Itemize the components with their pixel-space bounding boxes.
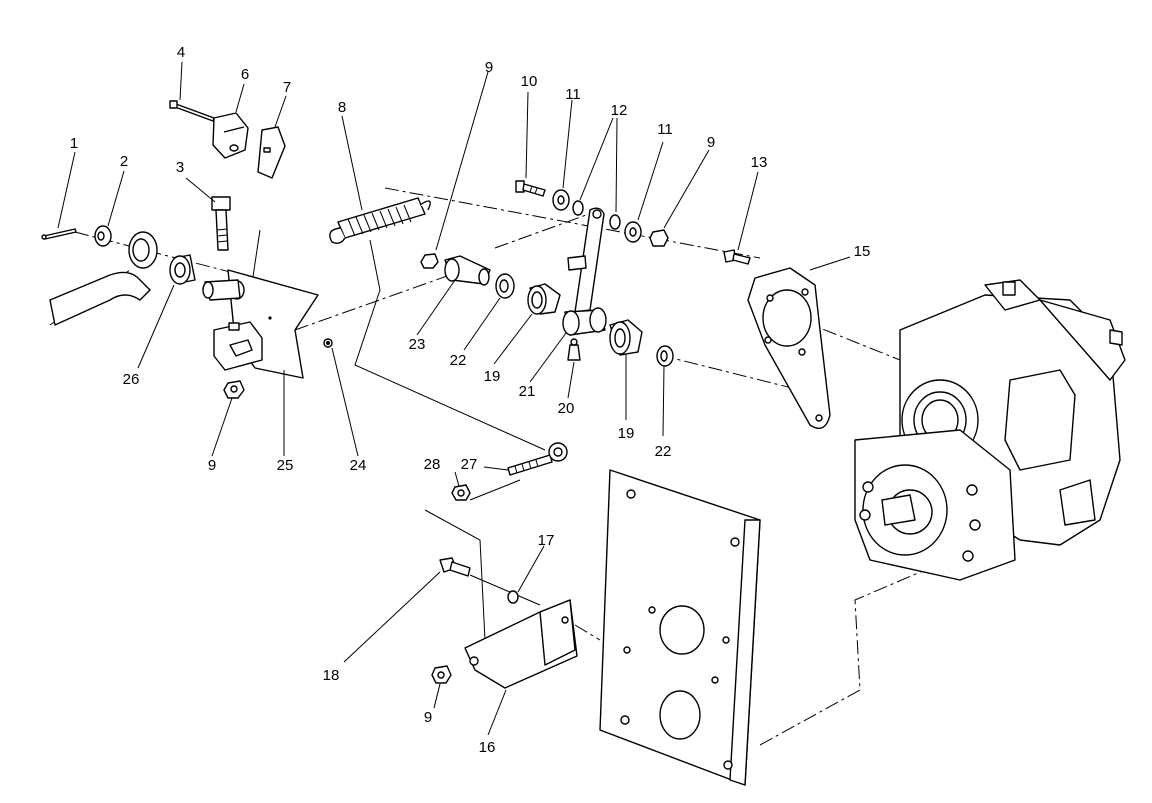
callout-labels: 1 2 3 4 6 7 8 9 10 11 12 11 9 13 15 26 9… [70,44,871,756]
washer-part-12-right [609,214,621,230]
nut-part-9-upper [420,253,439,269]
callout-9-top: 9 [485,59,493,76]
bracket-part-16 [464,599,578,689]
pin-part-23 [444,255,491,286]
callout-15: 15 [854,243,871,260]
callout-7: 7 [283,79,291,96]
callout-21: 21 [519,383,536,400]
washer-part-22-right [656,345,674,367]
frame-plate [599,469,761,786]
callout-24: 24 [350,457,367,474]
screw-part-4 [169,100,215,122]
callout-12: 12 [611,102,628,119]
eye-bolt-part-27 [507,442,568,476]
callout-16: 16 [479,739,496,756]
callout-20: 20 [558,400,575,417]
clip-part-7 [257,126,286,179]
callout-17: 17 [538,532,555,549]
bolt-part-18 [439,557,471,577]
callout-6: 6 [241,66,249,83]
grease-fitting-part-20 [567,338,581,361]
callout-27: 27 [461,456,478,473]
callout-23: 23 [409,336,426,353]
mounting-plate-part-15 [747,267,831,429]
washer-part-22-left [495,273,515,299]
transmission-body [854,279,1126,581]
callout-28: 28 [424,456,441,473]
callout-4: 4 [177,44,185,61]
bolt-part-3 [211,196,231,251]
callout-10: 10 [521,73,538,90]
callout-11-left: 11 [565,86,581,103]
bushing-part-19-right [609,319,643,356]
pedal-rod [49,271,151,326]
arm-part-21 [562,207,607,336]
nut-part-9-lower [431,665,452,684]
callout-9-bottom: 9 [424,709,432,726]
bushing-part-19-left [527,283,561,315]
bolt-part-13 [723,249,751,265]
nut-part-9-left [223,380,245,399]
callout-11-right: 11 [657,121,673,138]
callout-22-left: 22 [450,352,467,369]
spacer-part-11-left [552,189,570,211]
block-part-25 [213,321,263,371]
callout-3: 3 [176,159,184,176]
callout-18: 18 [323,667,340,684]
callout-19-left: 19 [484,368,501,385]
leader-lines [57,61,851,736]
washer-part-2 [94,225,112,247]
bushing-part-26 [169,254,196,285]
callout-1: 1 [70,135,78,152]
ball-part-24 [323,338,333,348]
cotter-pin-part-1 [41,228,77,240]
spring-part-8 [329,197,431,245]
callout-25: 25 [277,457,294,474]
nut-part-28 [451,484,471,501]
spacer-part-11-right [624,221,642,243]
washer-part-12-left [572,200,584,216]
lock-washer-part-17 [507,590,519,604]
callout-26: 26 [123,371,140,388]
callout-8: 8 [338,99,346,116]
nut-part-9-upper-right [649,229,669,247]
callout-22-right: 22 [655,443,672,460]
clamp-part-6 [212,112,249,159]
callout-2: 2 [120,153,128,170]
rod-end-ring [128,231,158,269]
bolt-part-10 [515,180,546,197]
callout-19-right: 19 [618,425,635,442]
callout-9-left: 9 [208,457,216,474]
callout-9-right: 9 [707,134,715,151]
callout-13: 13 [751,154,768,171]
